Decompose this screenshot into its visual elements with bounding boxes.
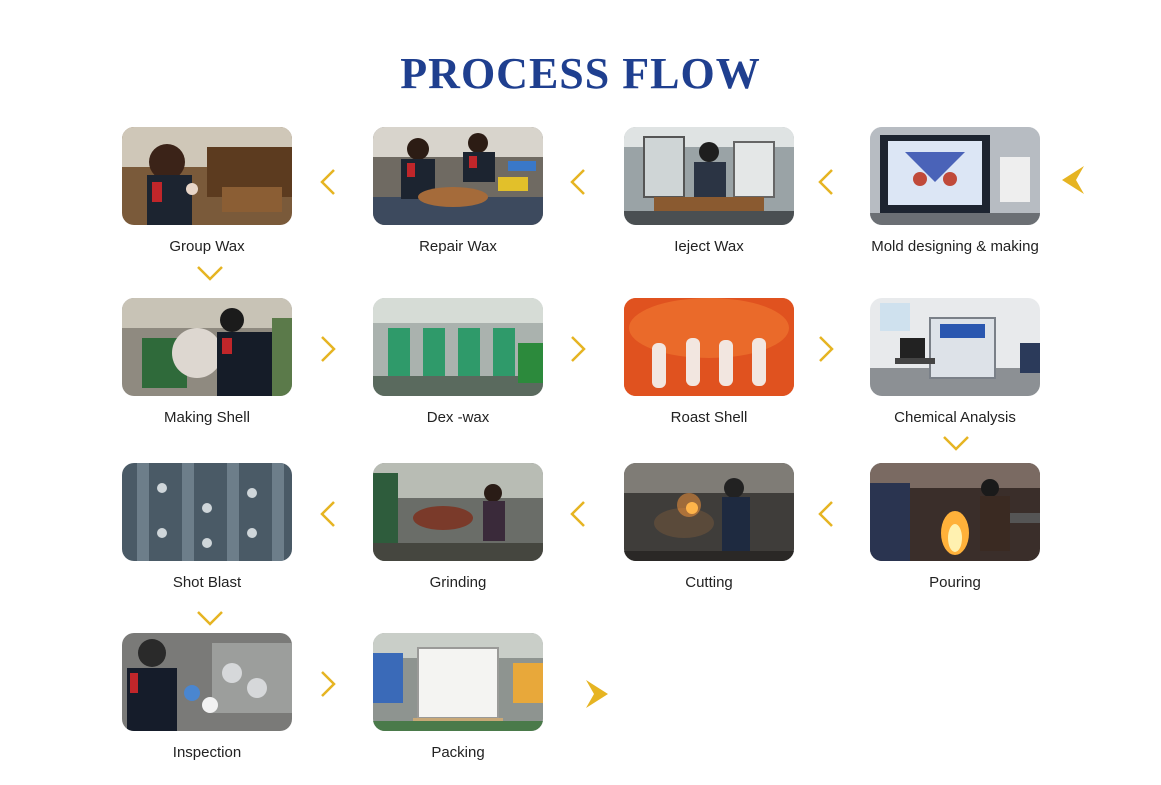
- arrow-down-icon: [196, 610, 224, 626]
- repair-wax-photo-icon: [373, 127, 543, 225]
- step-label: Dex -wax: [426, 409, 490, 426]
- step-label: Mold designing & making: [871, 238, 1039, 255]
- group-wax-photo-icon: [122, 127, 292, 225]
- arrow-right-icon: [320, 670, 336, 698]
- making-shell-photo-icon: [122, 298, 292, 396]
- shot-blast-photo-icon: [122, 463, 292, 561]
- arrow-right-icon: [320, 335, 336, 363]
- inspection-photo-icon: [122, 633, 292, 731]
- step-label: Shot Blast: [172, 574, 242, 591]
- arrow-right-icon: [818, 335, 834, 363]
- packing-photo-icon: [373, 633, 543, 731]
- step-cutting: Cutting: [624, 463, 794, 591]
- cutting-photo-icon: [624, 463, 794, 561]
- roast-shell-photo-icon: [624, 298, 794, 396]
- step-mold-designing: Mold designing & making: [870, 127, 1040, 255]
- step-roast-shell: Roast Shell: [624, 298, 794, 426]
- arrow-left-icon: [818, 500, 834, 528]
- step-label: Inspection: [172, 744, 242, 761]
- step-label: Repair Wax: [419, 238, 497, 255]
- step-inspection: Inspection: [122, 633, 292, 761]
- chemical-analysis-photo-icon: [870, 298, 1040, 396]
- arrow-left-icon: [818, 168, 834, 196]
- grinding-photo-icon: [373, 463, 543, 561]
- arrow-left-icon: [570, 500, 586, 528]
- step-label: Ieject Wax: [674, 238, 744, 255]
- step-label: Making Shell: [164, 409, 250, 426]
- page-title: PROCESS FLOW: [400, 49, 761, 98]
- step-label: Cutting: [685, 574, 733, 591]
- step-label: Grinding: [429, 574, 487, 591]
- step-chemical-analysis: Chemical Analysis: [870, 298, 1040, 426]
- arrow-left-icon: [320, 168, 336, 196]
- end-arrow-icon: [584, 678, 610, 710]
- step-group-wax: Group Wax: [122, 127, 292, 255]
- step-shot-blast: Shot Blast: [122, 463, 292, 591]
- pouring-photo-icon: [870, 463, 1040, 561]
- arrow-left-icon: [570, 168, 586, 196]
- step-dewax: Dex -wax: [373, 298, 543, 426]
- arrow-down-icon: [196, 265, 224, 281]
- step-label: Chemical Analysis: [894, 409, 1016, 426]
- step-grinding: Grinding: [373, 463, 543, 591]
- step-repair-wax: Repair Wax: [373, 127, 543, 255]
- step-label: Pouring: [929, 574, 981, 591]
- step-making-shell: Making Shell: [122, 298, 292, 426]
- arrow-down-icon: [942, 435, 970, 451]
- arrow-left-icon: [320, 500, 336, 528]
- inject-wax-photo-icon: [624, 127, 794, 225]
- step-packing: Packing: [373, 633, 543, 761]
- start-arrow-icon: [1060, 164, 1086, 196]
- step-label: Roast Shell: [670, 409, 748, 426]
- step-label: Packing: [431, 744, 485, 761]
- step-inject-wax: Ieject Wax: [624, 127, 794, 255]
- step-label: Group Wax: [169, 238, 245, 255]
- arrow-right-icon: [570, 335, 586, 363]
- step-pouring: Pouring: [870, 463, 1040, 591]
- dewax-photo-icon: [373, 298, 543, 396]
- mold-designing-photo-icon: [870, 127, 1040, 225]
